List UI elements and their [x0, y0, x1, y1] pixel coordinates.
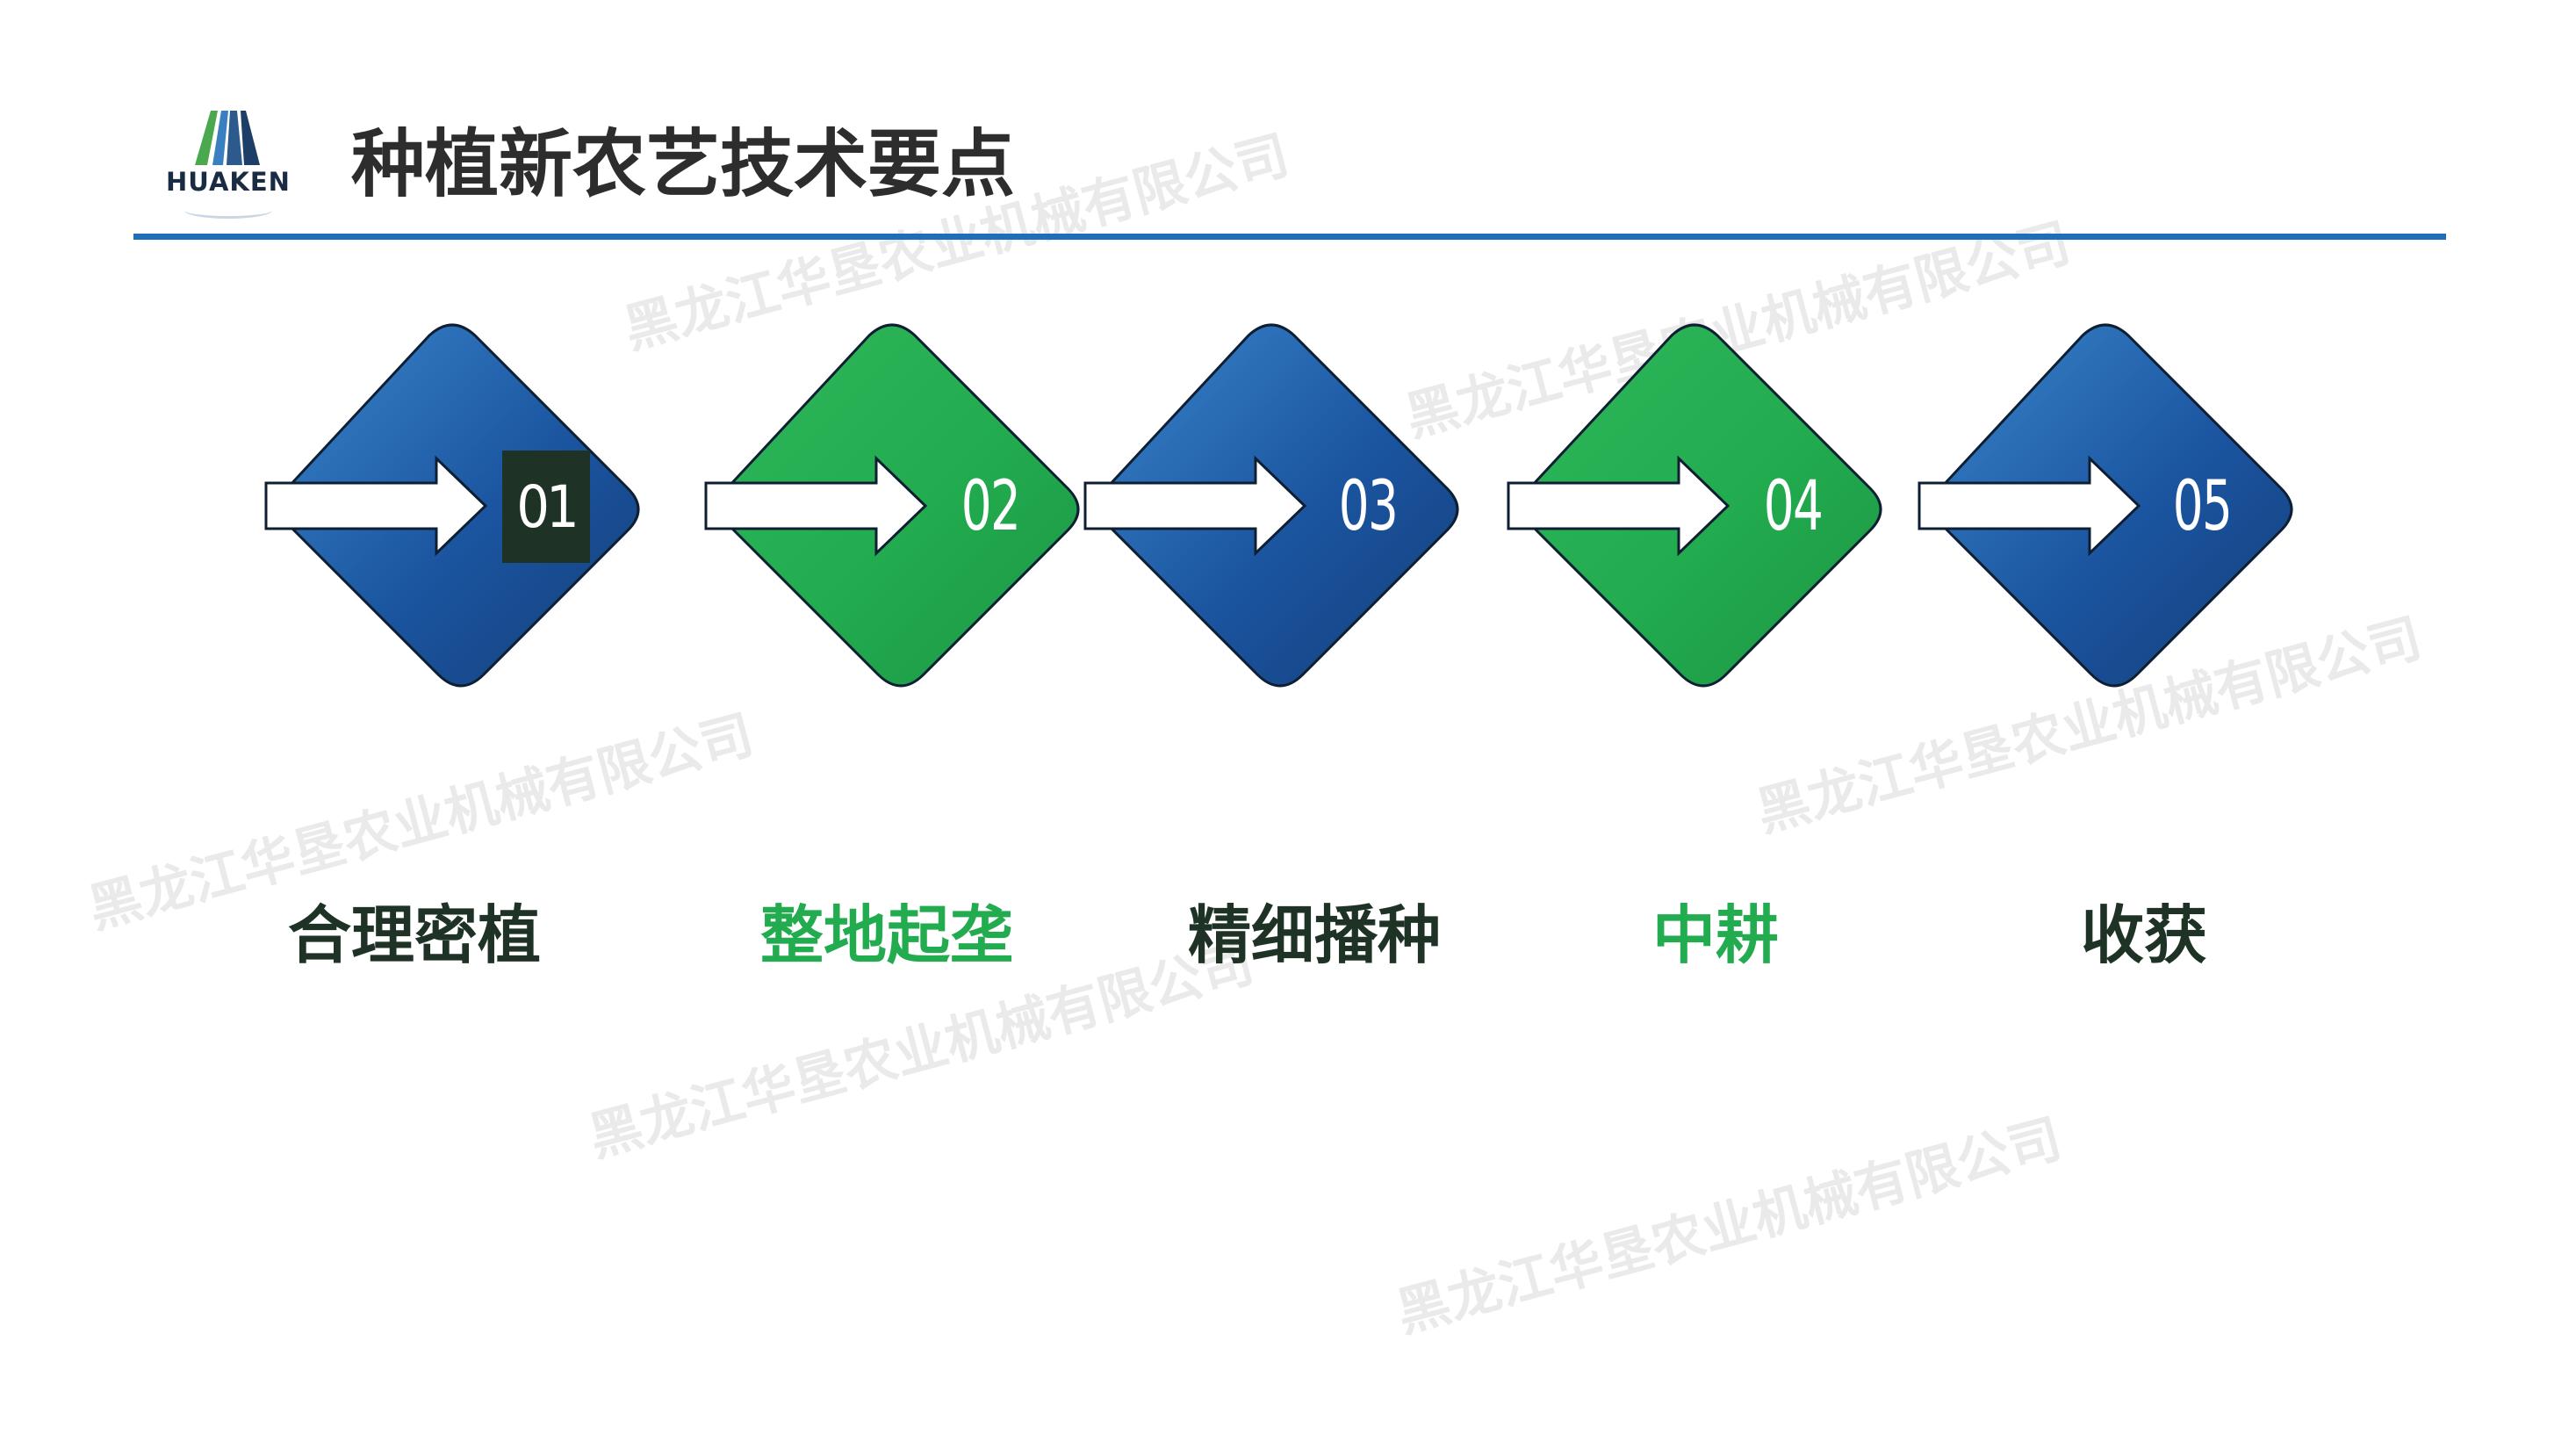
logo-mark-icon [195, 111, 260, 165]
arrow-right-icon [264, 455, 488, 557]
step-number: 05 [2172, 467, 2233, 546]
step-label: 合理密植 [288, 898, 542, 972]
step-label: 整地起垄 [760, 898, 1014, 972]
step-diamond-shape [1507, 323, 1882, 688]
step-4: 04 [1507, 316, 1889, 694]
step-label: 中耕 [1652, 898, 1780, 972]
step-number: 04 [1763, 467, 1824, 546]
step-1: 01 [264, 316, 647, 694]
step-diamond-shape [264, 323, 640, 688]
step-label: 收获 [2081, 898, 2208, 972]
step-number: 03 [1338, 467, 1399, 546]
step-3: 03 [1083, 316, 1466, 694]
step-diamond-shape [704, 323, 1080, 688]
step-number: 02 [961, 467, 1021, 546]
step-diamond-shape [1918, 323, 2293, 688]
step-5: 05 [1918, 316, 2300, 694]
logo-text: HUAKEN [166, 167, 291, 197]
step-label: 精细播种 [1188, 898, 1442, 972]
arrow-right-icon [1083, 455, 1307, 557]
step-2: 02 [704, 316, 1087, 694]
page-title: 种植新农艺技术要点 [351, 121, 1016, 207]
step-diamond-shape [1083, 323, 1459, 688]
logo-swoosh [184, 202, 272, 219]
arrow-right-icon [1918, 455, 2141, 557]
company-logo: HUAKEN [158, 107, 299, 223]
watermark: 黑龙江华垦农业机械有限公司 [1390, 1107, 2069, 1345]
header-divider [133, 234, 2446, 240]
arrow-right-icon [1507, 455, 1731, 557]
step-number: 01 [502, 451, 590, 563]
arrow-right-icon [704, 455, 928, 557]
